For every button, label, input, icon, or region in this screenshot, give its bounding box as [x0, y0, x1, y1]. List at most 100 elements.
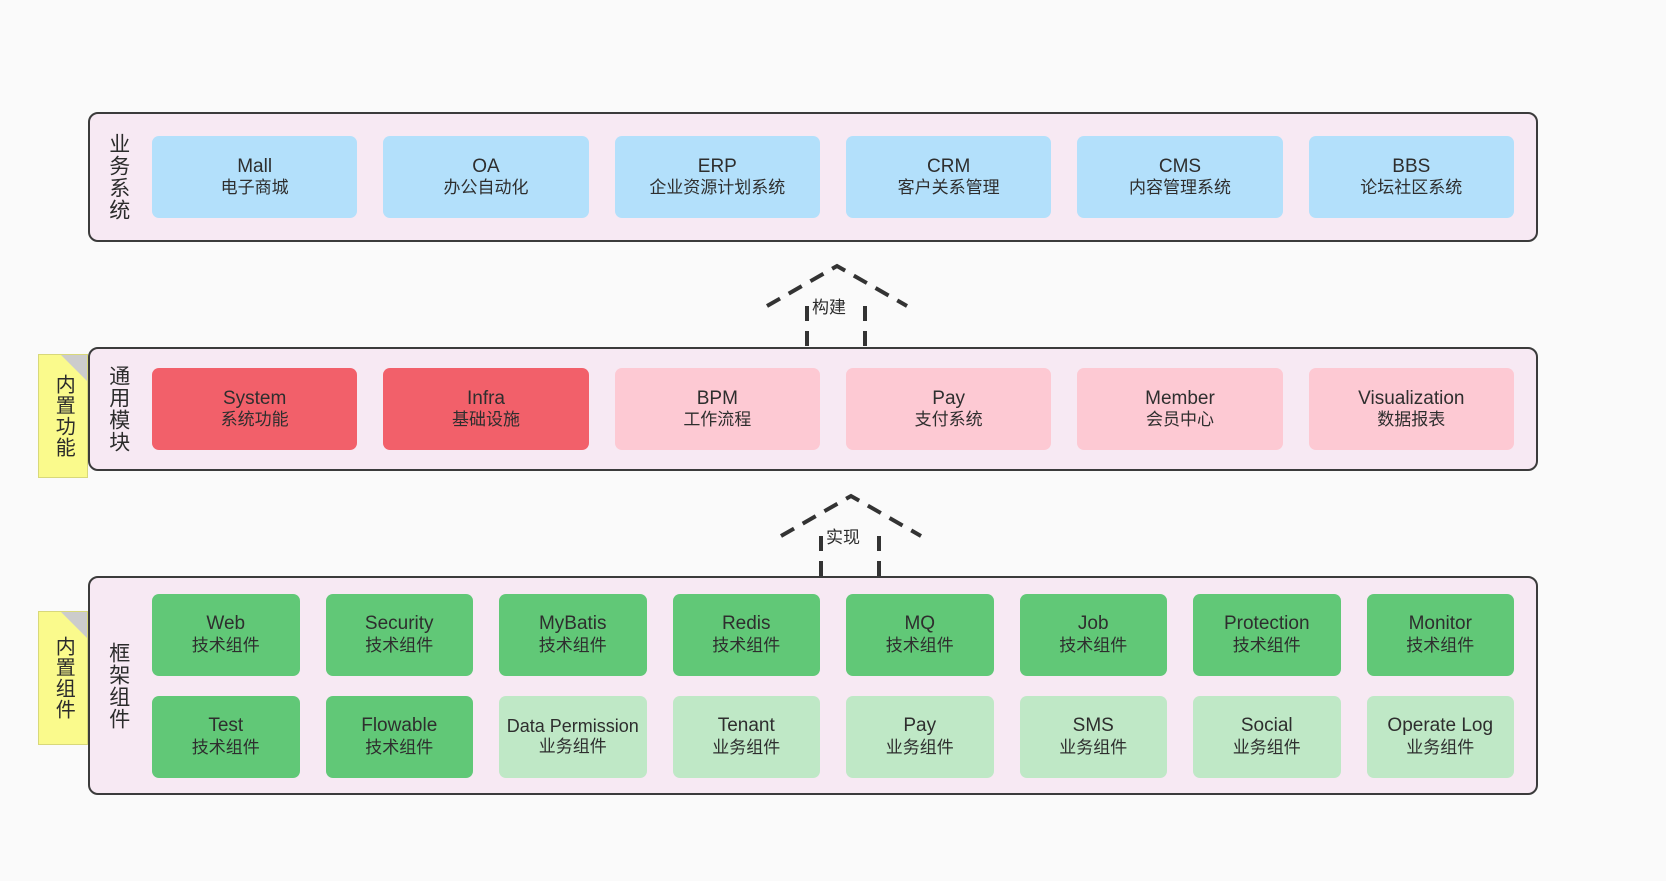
node-mall[interactable]: Mall 电子商城: [152, 136, 358, 218]
layer-body-business-system: Mall 电子商城 OA 办公自动化 ERP 企业资源计划系统 CRM 客户关系…: [146, 114, 1536, 240]
sticky-note-builtin-components: 内置组件: [38, 611, 88, 745]
node-subtitle: 论坛社区系统: [1360, 178, 1463, 198]
node-row: System 系统功能 Infra 基础设施 BPM 工作流程 Pay 支付系统…: [152, 368, 1514, 450]
node-redis[interactable]: Redis 技术组件: [672, 593, 820, 676]
node-title: Job: [1077, 613, 1109, 635]
node-title: Protection: [1223, 613, 1310, 635]
node-subtitle: 电子商城: [220, 178, 289, 198]
node-test[interactable]: Test 技术组件: [152, 695, 300, 778]
node-subtitle: 业务组件: [538, 737, 607, 757]
node-member[interactable]: Member 会员中心: [1077, 368, 1283, 450]
node-title: Pay: [932, 387, 966, 409]
node-title: Web: [206, 613, 246, 635]
node-title: SMS: [1072, 715, 1114, 737]
node-flowable[interactable]: Flowable 技术组件: [325, 695, 473, 778]
node-subtitle: 支付系统: [914, 410, 983, 430]
node-subtitle: 业务组件: [1406, 737, 1475, 757]
node-title: OA: [472, 155, 500, 177]
layer-business-system: 业务系统 Mall 电子商城 OA 办公自动化 ERP 企业资源计划系统 CRM…: [88, 112, 1538, 242]
node-pay-module[interactable]: Pay 支付系统: [845, 368, 1052, 450]
node-subtitle: 技术组件: [1232, 635, 1301, 655]
node-title: MQ: [904, 613, 936, 635]
node-cms[interactable]: CMS 内容管理系统: [1077, 136, 1283, 218]
node-title: Tenant: [717, 715, 775, 737]
layer-title-framework-component: 框架组件: [106, 641, 130, 730]
node-title: Infra: [466, 387, 505, 409]
node-subtitle: 业务组件: [885, 737, 954, 757]
node-subtitle: 业务组件: [1232, 737, 1301, 757]
layer-body-common-module: System 系统功能 Infra 基础设施 BPM 工作流程 Pay 支付系统…: [146, 349, 1536, 469]
node-title: Pay: [903, 715, 937, 737]
node-subtitle: 技术组件: [1406, 635, 1475, 655]
node-title: Monitor: [1408, 613, 1472, 635]
node-data-permission[interactable]: Data Permission 业务组件: [499, 695, 647, 778]
sticky-note-label: 内置组件: [52, 636, 75, 720]
node-subtitle: 工作流程: [683, 410, 752, 430]
node-subtitle: 基础设施: [451, 410, 520, 430]
node-title: Security: [364, 613, 434, 635]
node-title: Member: [1145, 387, 1215, 409]
node-title: Data Permission: [506, 715, 639, 736]
node-protection[interactable]: Protection 技术组件: [1193, 593, 1341, 676]
node-job[interactable]: Job 技术组件: [1019, 593, 1167, 676]
node-title: System: [222, 387, 287, 409]
node-operate-log[interactable]: Operate Log 业务组件: [1366, 695, 1514, 778]
node-subtitle: 技术组件: [1059, 635, 1128, 655]
node-title: Flowable: [361, 715, 438, 737]
node-title: Redis: [721, 613, 771, 635]
node-pay-component[interactable]: Pay 业务组件: [846, 695, 994, 778]
node-row: Web 技术组件 Security 技术组件 MyBatis 技术组件 Redi…: [152, 593, 1514, 676]
node-subtitle: 技术组件: [191, 737, 260, 757]
connector-label-build: 构建: [812, 298, 846, 317]
node-subtitle: 技术组件: [885, 635, 954, 655]
node-title: ERP: [697, 155, 737, 177]
sticky-note-builtin-features: 内置功能: [38, 354, 88, 478]
node-subtitle: 业务组件: [1059, 737, 1128, 757]
node-monitor[interactable]: Monitor 技术组件: [1366, 593, 1514, 676]
node-social[interactable]: Social 业务组件: [1193, 695, 1341, 778]
node-bbs[interactable]: BBS 论坛社区系统: [1308, 136, 1514, 218]
node-row: Test 技术组件 Flowable 技术组件 Data Permission …: [152, 695, 1514, 778]
sticky-note-label: 内置功能: [52, 374, 75, 458]
node-subtitle: 技术组件: [538, 635, 607, 655]
node-web[interactable]: Web 技术组件: [152, 593, 300, 676]
node-title: Test: [208, 715, 244, 737]
node-title: Social: [1240, 715, 1293, 737]
node-erp[interactable]: ERP 企业资源计划系统: [614, 136, 820, 218]
node-visualization[interactable]: Visualization 数据报表: [1308, 368, 1514, 450]
node-infra[interactable]: Infra 基础设施: [383, 368, 589, 450]
layer-title-common-module: 通用模块: [106, 365, 130, 453]
node-title: CRM: [927, 155, 971, 177]
node-title: Mall: [237, 155, 273, 177]
node-bpm[interactable]: BPM 工作流程: [614, 368, 820, 450]
node-sms[interactable]: SMS 业务组件: [1019, 695, 1167, 778]
node-crm[interactable]: CRM 客户关系管理: [845, 136, 1052, 218]
layer-framework-component: 框架组件 Web 技术组件 Security 技术组件 MyBatis 技术组件…: [88, 576, 1538, 795]
layer-common-module: 通用模块 System 系统功能 Infra 基础设施 BPM 工作流程 Pay…: [88, 347, 1538, 471]
node-title: MyBatis: [538, 613, 607, 635]
node-oa[interactable]: OA 办公自动化: [383, 136, 589, 218]
node-subtitle: 客户关系管理: [897, 178, 1000, 198]
node-title: Visualization: [1358, 387, 1465, 409]
node-security[interactable]: Security 技术组件: [325, 593, 473, 676]
node-tenant[interactable]: Tenant 业务组件: [672, 695, 820, 778]
node-system[interactable]: System 系统功能: [152, 368, 358, 450]
node-title: CMS: [1158, 155, 1202, 177]
node-subtitle: 会员中心: [1145, 410, 1214, 430]
node-mq[interactable]: MQ 技术组件: [846, 593, 994, 676]
layer-title-business-system: 业务系统: [106, 133, 130, 221]
node-title: BPM: [696, 387, 738, 409]
node-subtitle: 技术组件: [365, 737, 434, 757]
node-subtitle: 系统功能: [220, 410, 289, 430]
node-mybatis[interactable]: MyBatis 技术组件: [499, 593, 647, 676]
node-row: Mall 电子商城 OA 办公自动化 ERP 企业资源计划系统 CRM 客户关系…: [152, 136, 1514, 218]
node-title: BBS: [1392, 155, 1431, 177]
node-subtitle: 技术组件: [191, 635, 260, 655]
node-subtitle: 办公自动化: [443, 178, 529, 198]
node-subtitle: 企业资源计划系统: [649, 178, 786, 198]
node-subtitle: 内容管理系统: [1128, 178, 1231, 198]
connector-label-implement: 实现: [826, 528, 860, 547]
node-subtitle: 技术组件: [712, 635, 781, 655]
node-subtitle: 业务组件: [712, 737, 781, 757]
